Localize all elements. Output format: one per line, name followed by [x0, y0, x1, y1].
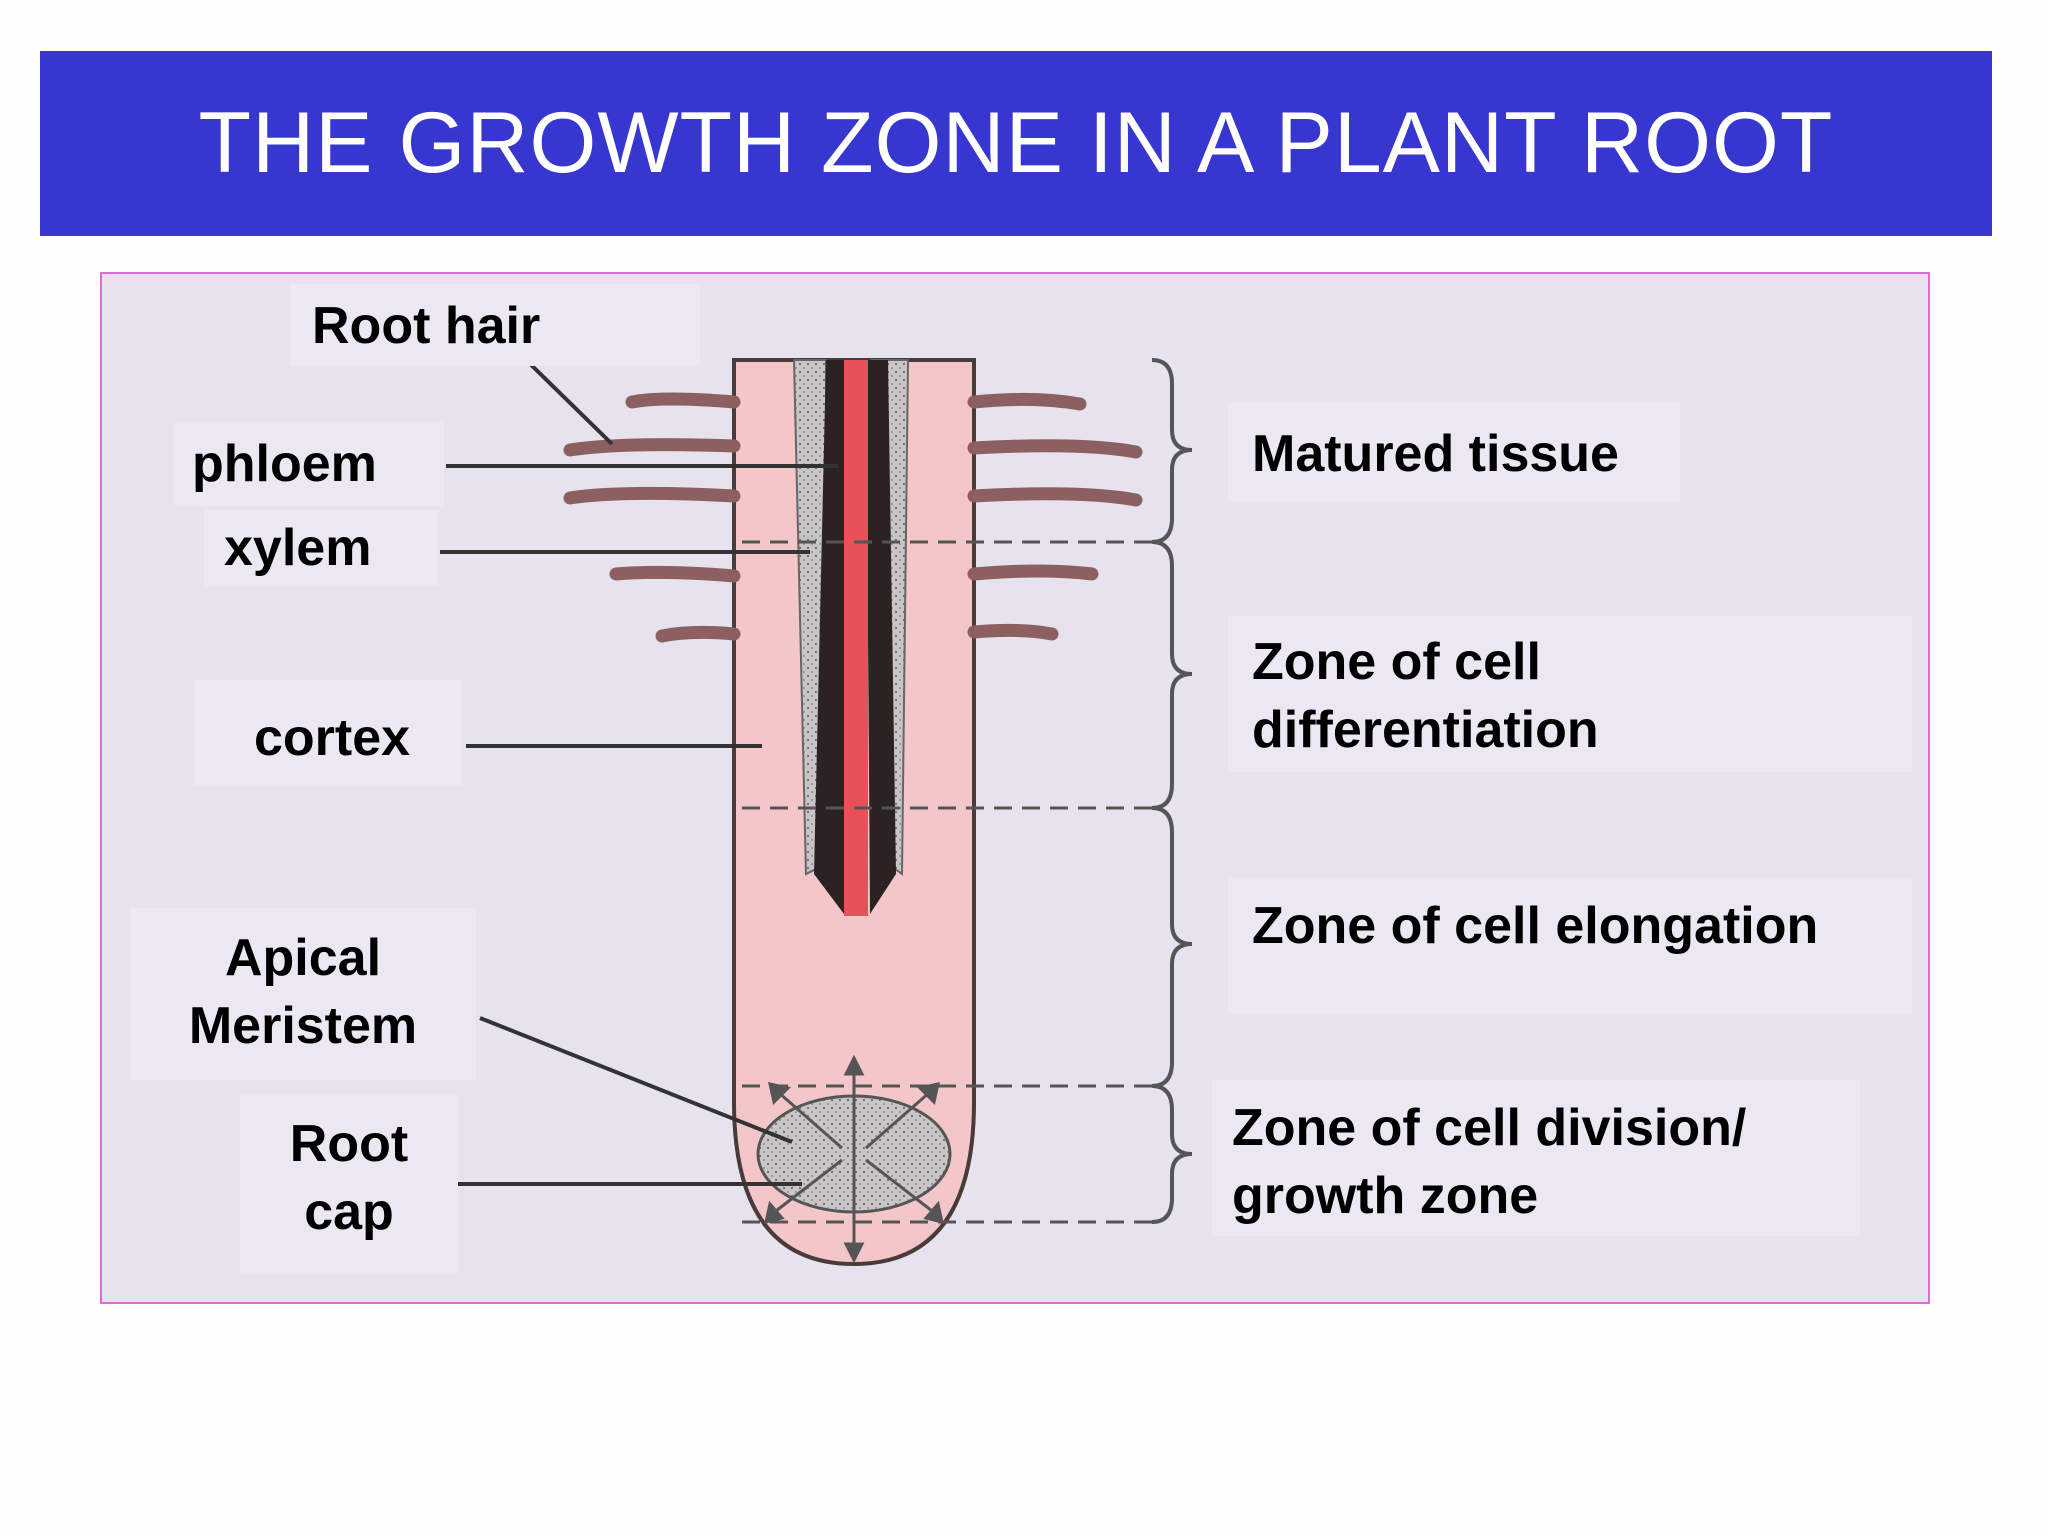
phloem-label: phloem	[174, 422, 444, 506]
leader-lines	[440, 352, 838, 1186]
vascular-core	[844, 360, 868, 916]
root-illustration	[440, 352, 1193, 1267]
xylem-label: xylem	[204, 510, 438, 586]
slide-title: THE GROWTH ZONE IN A PLANT ROOT	[198, 95, 1834, 191]
xylem-left	[814, 360, 844, 914]
root-hairs-right	[967, 392, 1143, 641]
title-bar: THE GROWTH ZONE IN A PLANT ROOT	[40, 51, 1992, 236]
root-cap-label: Root cap	[240, 1094, 458, 1274]
matured-tissue-label: Matured tissue	[1228, 402, 1680, 502]
zone-braces	[1151, 358, 1193, 1224]
division-label: Zone of cell division/ growth zone	[1212, 1080, 1860, 1236]
root-hair-label: Root hair	[290, 284, 700, 366]
root-diagram: Root hair phloem xylem cortex Apical Mer…	[100, 272, 1930, 1304]
root-hairs-left	[563, 392, 741, 643]
apical-meristem-label: Apical Meristem	[130, 908, 476, 1080]
zone-boundaries	[742, 540, 1162, 1224]
apical-meristem-line2: Meristem	[188, 997, 418, 1055]
differentiation-line2: differentiation	[1252, 701, 1599, 759]
apical-meristem-line1: Apical	[224, 929, 382, 987]
division-line2: growth zone	[1232, 1167, 1539, 1225]
differentiation-line1: Zone of cell	[1252, 633, 1541, 691]
root-cap-line1: Root	[289, 1115, 409, 1173]
root-cap-line2: cap	[304, 1183, 394, 1241]
xylem-right	[866, 360, 896, 914]
elongation-label: Zone of cell elongation	[1228, 878, 1912, 1014]
cortex-label: cortex	[194, 680, 462, 786]
differentiation-label: Zone of cell differentiation	[1228, 616, 1912, 772]
meristem-arrows	[764, 1054, 944, 1264]
division-line1: Zone of cell division/	[1232, 1099, 1747, 1157]
